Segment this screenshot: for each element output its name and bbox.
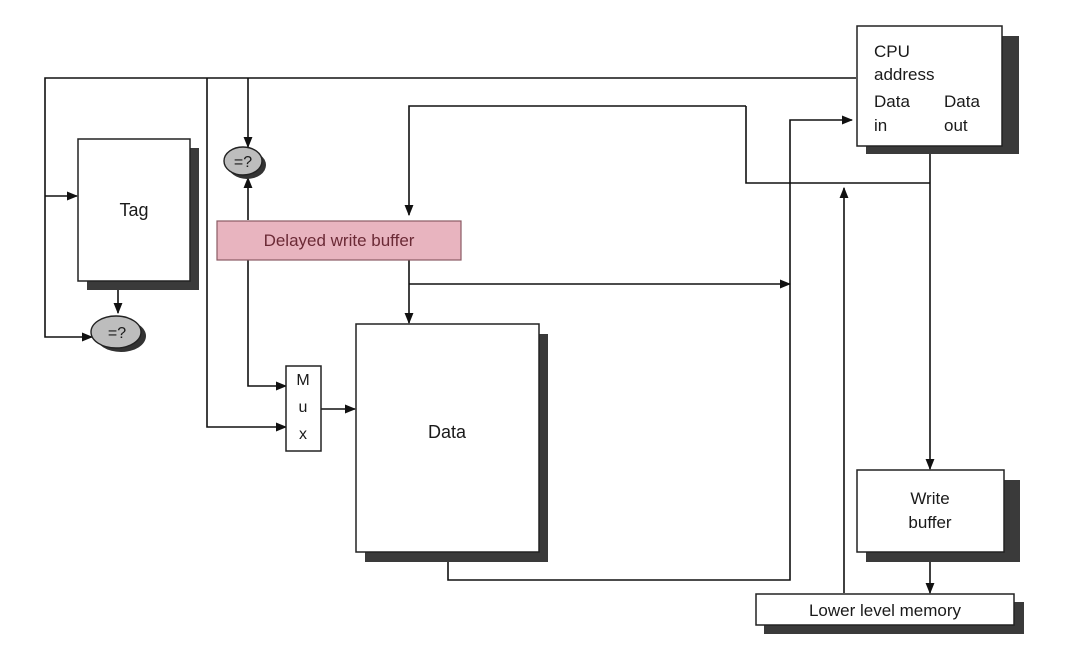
data-block-label: Data [428, 422, 467, 442]
cpu-data-in-label-top: Data [874, 92, 910, 111]
mux-letter-m: M [296, 372, 309, 389]
data-in-wire [447, 115, 854, 581]
delayed-write-buffer-box [216, 220, 462, 261]
write-buffer: Write buffer [856, 469, 1020, 562]
address-bus [44, 77, 856, 432]
tag-label: Tag [119, 200, 148, 220]
lower-level-memory: Lower level memory [755, 593, 1024, 634]
data-block: Data [355, 323, 548, 562]
delayed-write-buffer: Delayed write buffer [216, 220, 462, 261]
comparator-tag: =? [90, 315, 146, 352]
data-out-wire [404, 105, 930, 217]
delayed-buffer-wires [243, 176, 792, 391]
comparator-top-shape [223, 146, 263, 176]
comparator-tag-label: =? [108, 325, 126, 342]
mux-letter-u: u [299, 399, 308, 416]
cpu-block: CPU address Data Data in out [856, 25, 1019, 154]
comparator-tag-shape [90, 315, 142, 349]
write-buffer-line2: buffer [908, 513, 952, 532]
tag-block: Tag [77, 138, 199, 290]
cpu-data-in-label-bottom: in [874, 116, 887, 135]
cpu-label: CPU [874, 42, 910, 61]
mux-letter-x: x [299, 426, 307, 443]
cpu-data-out-label-top: Data [944, 92, 980, 111]
cpu-data-out-label-bottom: out [944, 116, 968, 135]
comparator-top: =? [223, 146, 266, 179]
mux: M u x [285, 365, 322, 452]
write-buffer-line1: Write [910, 489, 949, 508]
comparator-top-label: =? [234, 154, 252, 171]
lower-level-memory-label: Lower level memory [809, 601, 962, 620]
cpu-address-label: address [874, 65, 934, 84]
delayed-write-buffer-label: Delayed write buffer [264, 231, 415, 250]
